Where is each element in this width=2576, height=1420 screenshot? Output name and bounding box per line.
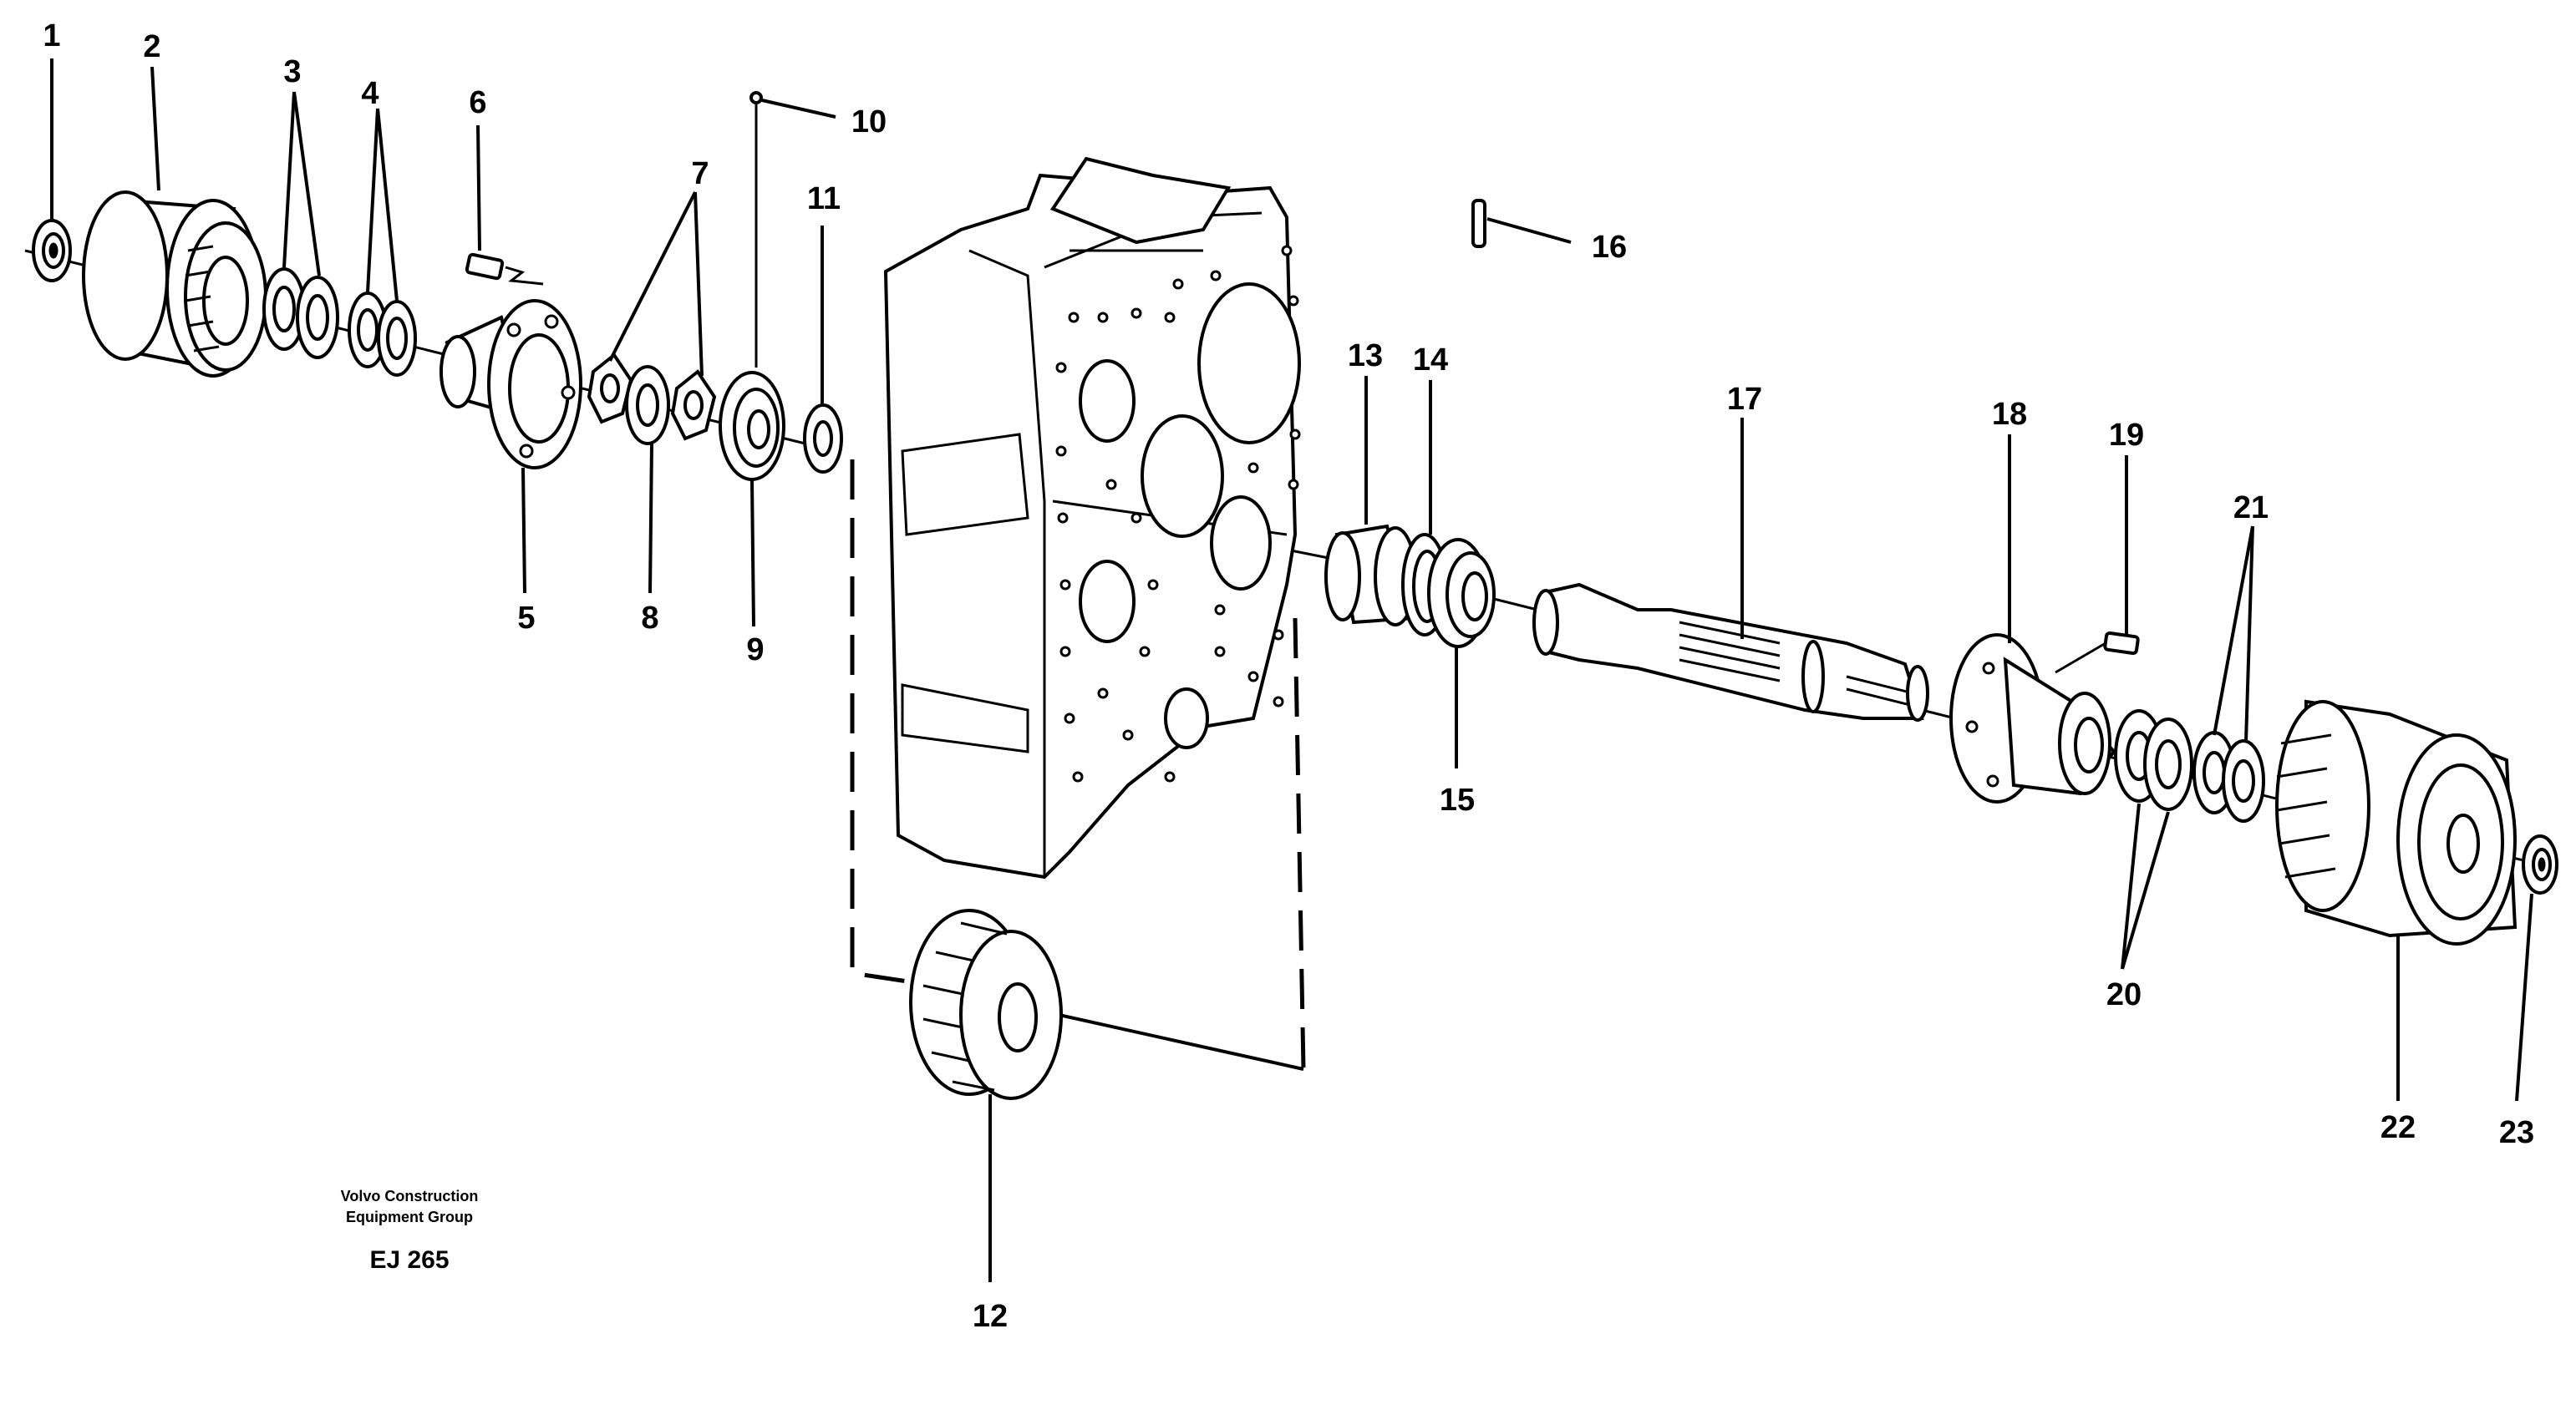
- part-15-bearing: [1427, 538, 1496, 648]
- callout-22: 22: [2380, 1110, 2416, 1145]
- part-4-seal-rings: [348, 292, 417, 377]
- callout-14: 14: [1413, 342, 1448, 378]
- callout-labels: 1 2 3 4 5 6 7 8 9 10 11 12 13 14 15 16 1…: [43, 18, 2534, 1334]
- part-12-gear: [909, 909, 1063, 1100]
- callout-18: 18: [1992, 397, 2027, 432]
- callout-13: 13: [1348, 338, 1383, 373]
- part-1-washer: [32, 219, 72, 282]
- part-11-washer: [803, 403, 843, 474]
- callout-19: 19: [2109, 418, 2144, 453]
- caption-code: EJ 265: [369, 1246, 449, 1274]
- caption-block: Volvo Construction Equipment Group EJ 26…: [341, 1188, 479, 1274]
- callout-9: 9: [746, 632, 764, 667]
- part-3-bearings: [262, 267, 339, 359]
- part-19-screw: [2055, 631, 2140, 674]
- leader-lines: [50, 58, 2533, 1282]
- callout-16: 16: [1592, 230, 1627, 265]
- part-7-nuts: [587, 352, 717, 441]
- callout-21: 21: [2233, 490, 2269, 525]
- part-21-seal-rings: [2192, 731, 2265, 823]
- transmission-housing: [883, 156, 1301, 880]
- callout-20: 20: [2106, 977, 2142, 1012]
- callout-11: 11: [807, 181, 841, 216]
- callout-2: 2: [143, 29, 160, 64]
- callout-10: 10: [851, 104, 887, 139]
- part-2-clutch-drum: [82, 190, 267, 378]
- callout-15: 15: [1440, 783, 1475, 818]
- caption-group: Equipment Group: [346, 1209, 473, 1225]
- callout-4: 4: [361, 76, 379, 111]
- part-16-pin: [1471, 199, 1486, 248]
- callout-1: 1: [43, 18, 60, 53]
- part-6-screw: [465, 252, 544, 286]
- part-10-pin: [749, 91, 763, 368]
- callout-17: 17: [1727, 382, 1762, 417]
- part-8-washer: [625, 365, 670, 445]
- part-17-shaft: [1532, 582, 1929, 722]
- part-18-bearing-housing: [1949, 633, 2116, 804]
- callout-5: 5: [517, 601, 535, 636]
- part-5-carrier: [439, 299, 582, 469]
- callout-3: 3: [283, 54, 301, 89]
- callout-23: 23: [2499, 1115, 2534, 1150]
- part-20-bearings: [2114, 709, 2193, 811]
- part-23-washer: [2522, 834, 2558, 895]
- callout-7: 7: [691, 156, 709, 191]
- part-22-clutch-drum: [2275, 699, 2518, 946]
- callout-6: 6: [469, 85, 486, 120]
- callout-8: 8: [641, 601, 658, 636]
- caption-company: Volvo Construction: [341, 1188, 479, 1204]
- callout-12: 12: [973, 1299, 1008, 1334]
- part-9-bearing: [719, 371, 785, 481]
